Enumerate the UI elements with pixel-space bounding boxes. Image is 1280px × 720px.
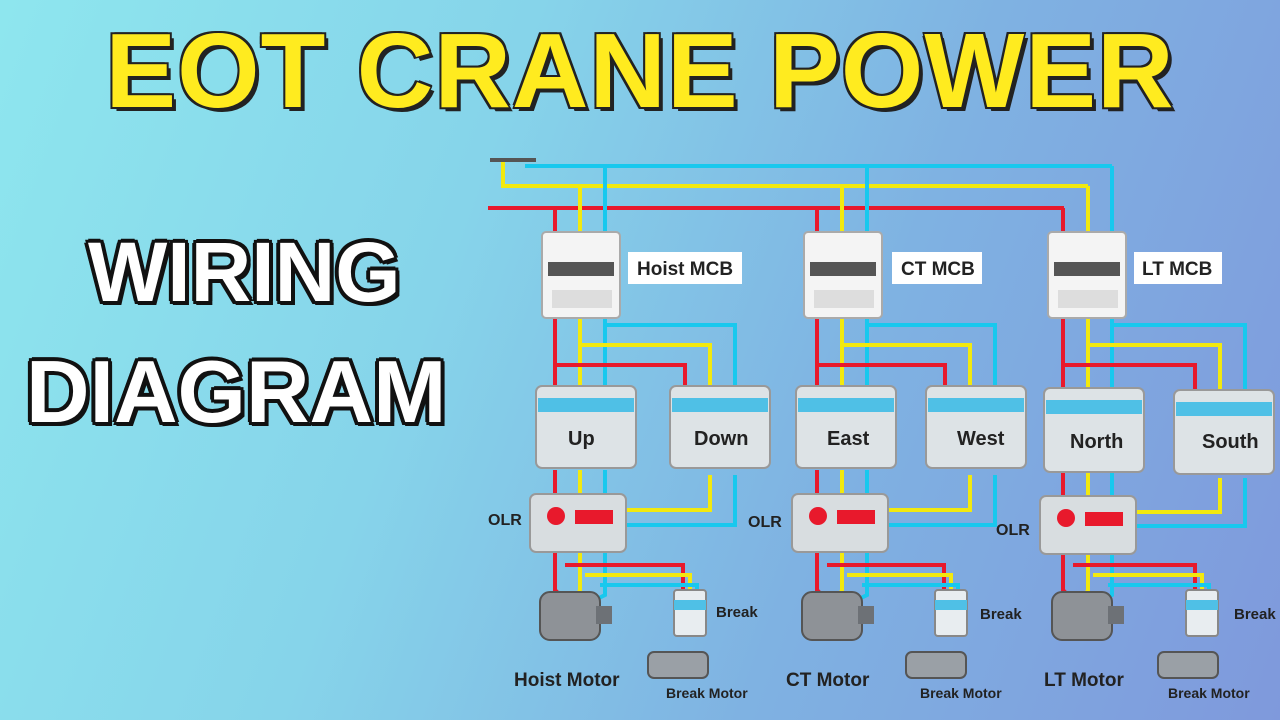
- brake-label: Break: [980, 606, 1022, 623]
- hoist-section: Hoist MCB Up Down OLR OLR Break Hoist Mo…: [488, 166, 782, 701]
- brake-motor-label: Break Motor: [1168, 685, 1250, 701]
- brake-motor-label: Break Motor: [666, 685, 748, 701]
- hoist-motor-label: Hoist Motor: [514, 670, 620, 691]
- page-title: EOT CRANE POWER: [104, 12, 1175, 130]
- lt-section: LT MCB North South Break LT Motor Break …: [1039, 166, 1276, 701]
- olr-label: OLR: [488, 512, 522, 529]
- ct-mcb-label: CT MCB: [901, 259, 975, 280]
- olr-label: OLR: [996, 522, 1030, 539]
- hoist-mcb-label: Hoist MCB: [637, 259, 733, 280]
- brake-label: Break: [716, 604, 758, 621]
- subtitle-line-1: WIRING: [88, 225, 401, 319]
- brake-label: Break: [1234, 606, 1276, 623]
- ct-motor-label: CT Motor: [786, 670, 870, 691]
- lt-mcb-label: LT MCB: [1142, 259, 1212, 280]
- east-contactor-label: East: [827, 428, 870, 450]
- down-contactor-label: Down: [694, 428, 748, 450]
- ct-section: CT MCB East West OLR Break CT Motor Brea…: [786, 166, 1030, 701]
- west-contactor-label: West: [957, 428, 1005, 450]
- up-contactor-label: Up: [568, 428, 595, 450]
- north-contactor-label: North: [1070, 431, 1123, 453]
- brake-motor-label: Break Motor: [920, 685, 1002, 701]
- olr-label: OLR: [748, 514, 782, 531]
- subtitle-line-2: DIAGRAM: [26, 342, 447, 441]
- supply-bus: [488, 158, 1112, 210]
- south-contactor-label: South: [1202, 431, 1259, 453]
- lt-motor-label: LT Motor: [1044, 670, 1124, 691]
